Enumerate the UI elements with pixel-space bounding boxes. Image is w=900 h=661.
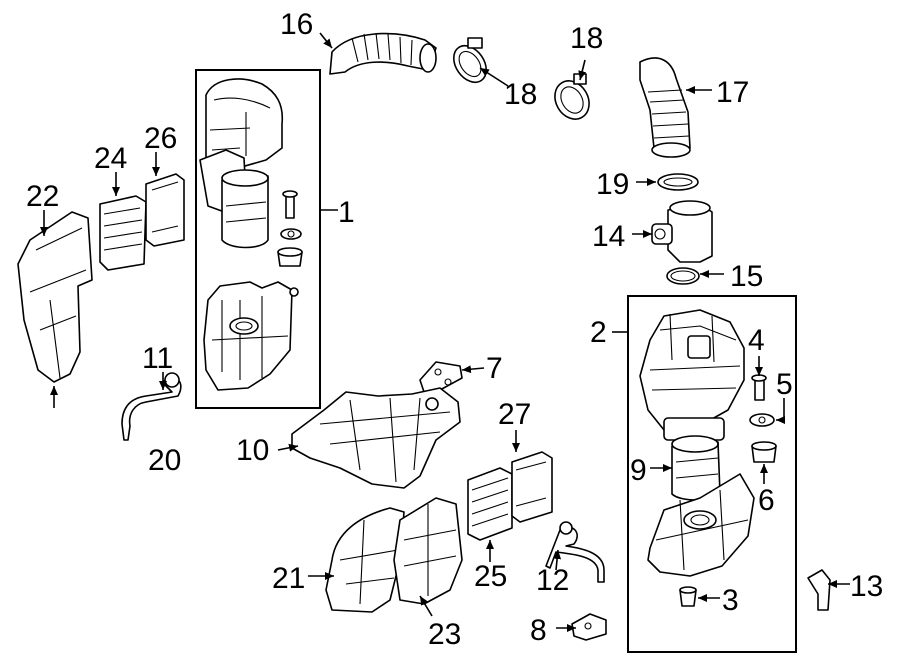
part-3-drain-valve <box>679 586 697 607</box>
part-13-clip <box>807 569 831 611</box>
part-25-insulator <box>467 467 513 541</box>
callout-20: 20 <box>148 444 181 477</box>
part-1-bolt-grommets <box>277 190 303 267</box>
callout-27: 27 <box>498 398 531 431</box>
group-box-2 <box>627 295 797 653</box>
part-1-filter-element <box>221 169 269 249</box>
callout-11: 11 <box>142 342 173 375</box>
part-5-grommet <box>749 413 775 427</box>
part-7-bracket <box>419 361 463 393</box>
callout-18-left: 18 <box>504 78 537 111</box>
part-2-air-cleaner-top <box>639 309 745 441</box>
part-8-bracket <box>571 613 607 641</box>
callout-21: 21 <box>272 562 305 595</box>
part-15-gasket <box>666 267 700 285</box>
part-9-filter-element <box>671 435 721 501</box>
callout-23: 23 <box>428 618 461 651</box>
callout-17: 17 <box>716 76 749 109</box>
callout-2: 2 <box>590 316 607 349</box>
part-4-bolt <box>751 374 767 401</box>
part-6-insulator <box>751 441 777 463</box>
callout-4: 4 <box>748 324 765 357</box>
callout-7: 7 <box>486 352 503 385</box>
callout-1: 1 <box>338 196 355 229</box>
part-27-filter-pad <box>511 451 553 523</box>
part-22-air-guide <box>17 211 93 383</box>
callout-13: 13 <box>850 570 883 603</box>
part-11-hose <box>121 372 182 441</box>
callout-25: 25 <box>474 560 507 593</box>
callout-10: 10 <box>236 434 269 467</box>
part-18-clamp-right <box>554 73 590 120</box>
callout-26: 26 <box>144 122 177 155</box>
callout-5: 5 <box>776 368 793 401</box>
callout-24: 24 <box>94 142 127 175</box>
part-2-air-cleaner-bottom <box>647 473 755 577</box>
part-24-insulator <box>99 195 147 271</box>
part-21-air-guide <box>325 507 405 613</box>
callout-19: 19 <box>596 168 629 201</box>
group-box-1 <box>195 69 321 409</box>
callout-16: 16 <box>280 8 313 41</box>
part-10-shield <box>291 387 461 489</box>
part-23-air-guide <box>393 497 463 605</box>
callout-8: 8 <box>530 614 547 647</box>
part-17-duct <box>639 57 691 158</box>
callout-15: 15 <box>730 260 763 293</box>
callout-3: 3 <box>722 584 739 617</box>
part-14-air-flow-meter <box>651 200 713 263</box>
callout-12: 12 <box>536 564 569 597</box>
part-16-intake-hose <box>329 32 437 75</box>
part-19-clamp <box>657 173 699 191</box>
callout-22: 22 <box>26 180 59 213</box>
part-12-hose <box>545 521 605 583</box>
callout-9: 9 <box>630 454 647 487</box>
leader-lines <box>40 32 850 632</box>
callout-14: 14 <box>592 220 625 253</box>
part-1-air-cleaner-bottom <box>203 281 299 391</box>
callout-18-right: 18 <box>570 22 603 55</box>
callout-6: 6 <box>758 484 775 517</box>
part-26-filter-pad <box>145 173 185 247</box>
part-18-clamp-left <box>452 37 488 84</box>
